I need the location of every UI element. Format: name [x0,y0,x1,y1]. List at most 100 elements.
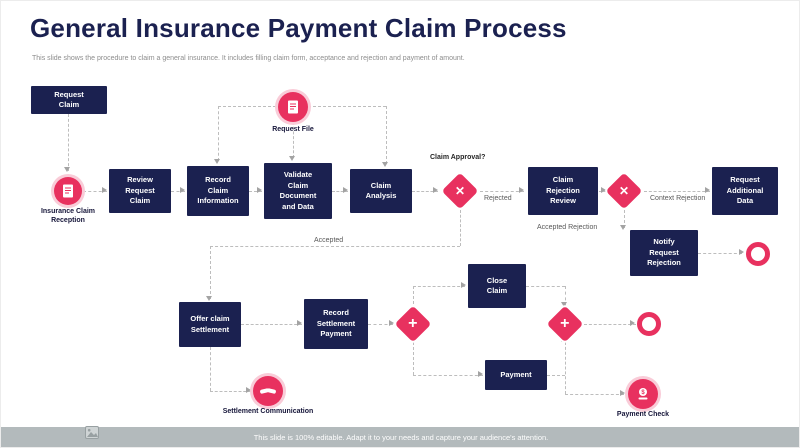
svg-text:$: $ [641,390,645,396]
node-validate-claim-document: Validate Claim Document and Data [264,163,332,219]
node-label: Request Additional Data [726,175,764,206]
plus-icon: + [408,315,418,332]
arrowhead [620,225,626,230]
caption-request-file: Request File [272,126,314,133]
connector [241,324,302,325]
connector [460,210,461,246]
arrowhead [297,320,302,326]
merge-settlement: + [394,305,432,343]
arrowhead [561,302,567,307]
node-label: Record Settlement Payment [316,308,356,339]
node-close-claim: Close Claim [468,264,526,308]
money-icon: $ [638,388,648,400]
node-request-claim: Request Claim [31,86,107,114]
node-label: Record Claim Information [197,175,239,206]
connector [368,324,393,325]
connector [565,342,566,394]
footer-bar: This slide is 100% editable. Adapt it to… [1,427,799,447]
node-label: Validate Claim Document and Data [279,170,317,211]
event-settlement-communication [253,376,283,406]
x-icon: ✕ [618,184,630,198]
event-insurance-claim-reception [54,177,82,205]
label-accepted: Accepted [314,237,344,244]
decision-claim-approval: ✕ [441,172,479,210]
arrowhead [601,187,606,193]
label-accepted-rejection: Accepted Rejection [537,224,598,231]
connector [293,122,294,158]
node-label: Offer claim Settlement [190,314,230,334]
node-label: Claim Analysis [365,180,397,201]
connector [584,324,636,325]
label-context-rejection: Context Rejection [650,195,706,202]
image-placeholder-icon [85,426,99,444]
node-offer-claim-settlement: Offer claim Settlement [179,302,241,347]
connector [210,246,460,247]
arrowhead [102,187,107,193]
connector [210,347,211,391]
connector [386,106,387,164]
connector [547,375,565,376]
connector [624,210,625,228]
document-icon [63,184,73,198]
caption-insurance-claim-reception: Insurance Claim Reception [40,208,96,225]
node-payment: Payment [485,360,547,390]
merge-close: + [546,305,584,343]
node-label: Payment [500,369,532,379]
x-icon: ✕ [454,184,466,198]
slide-subtitle: This slide shows the procedure to claim … [32,55,465,62]
decision-rejection-review: ✕ [605,172,643,210]
connector [698,253,742,254]
label-claim-approval: Claim Approval? [430,154,486,161]
arrowhead [620,390,625,396]
arrowhead [630,320,635,326]
arrowhead [461,282,466,288]
connector [644,191,710,192]
connector [413,286,465,287]
arrowhead [389,320,394,326]
arrowhead [739,249,744,255]
node-label: Close Claim [486,275,508,296]
node-label: Request Claim [54,89,84,110]
node-record-claim-information: Record Claim Information [187,166,249,216]
node-label: Claim Rejection Review [546,175,580,206]
event-payment-check: $ [628,379,658,409]
node-claim-rejection-review: Claim Rejection Review [528,167,598,215]
node-label: Review Request Claim [125,175,155,206]
end-event-rejection [746,242,770,266]
arrowhead [180,187,185,193]
caption-payment-check: Payment Check [616,411,670,418]
connector [249,191,262,192]
file-icon [288,100,298,114]
connector [210,246,211,299]
connector [83,191,107,192]
label-rejected: Rejected [484,195,512,202]
arrowhead [246,387,251,393]
connector [412,191,438,192]
arrowhead [206,296,212,301]
connector [526,286,565,287]
connector [413,375,483,376]
node-claim-analysis: Claim Analysis [350,169,412,213]
plus-icon: + [560,315,570,332]
connector [68,114,69,171]
arrowhead [343,187,348,193]
connector [218,106,219,161]
arrowhead [382,162,388,167]
connector [332,191,348,192]
arrowhead [257,187,262,193]
arrowhead [478,371,483,377]
node-review-request-claim: Review Request Claim [109,169,171,213]
arrowhead [705,187,710,193]
caption-settlement-communication: Settlement Communication [222,408,314,415]
node-notify-request-rejection: Notify Request Rejection [630,230,698,276]
arrowhead [433,187,438,193]
arrowhead [519,187,524,193]
node-request-additional-data: Request Additional Data [712,167,778,215]
page-title: General Insurance Payment Claim Process [30,13,567,43]
arrowhead [214,159,220,164]
connector [210,391,251,392]
arrowhead [289,156,295,161]
connector [413,286,414,309]
node-label: Notify Request Rejection [647,237,681,268]
